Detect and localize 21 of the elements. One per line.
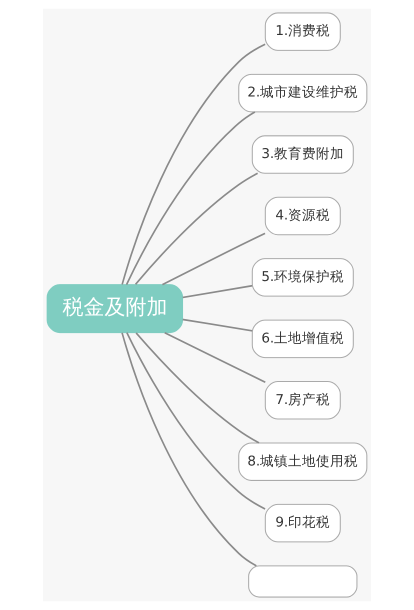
node-box: 3.教育费附加 — [252, 135, 354, 174]
connector — [164, 332, 266, 384]
connector — [134, 172, 258, 285]
connector — [182, 318, 252, 332]
connector — [121, 44, 266, 285]
node-box: 税金及附加 — [46, 284, 184, 334]
node-box: 4.资源税 — [264, 196, 341, 236]
connector — [121, 332, 257, 567]
connector — [126, 332, 266, 510]
connector — [126, 111, 256, 285]
node-box: 8.城镇土地使用税 — [238, 442, 368, 481]
node-box: 9.印花税 — [264, 504, 341, 542]
node-box: 2.城市建设维护税 — [238, 74, 368, 112]
node-box: 1.消费税 — [264, 12, 341, 51]
node-box: 5.环境保护税 — [252, 258, 354, 297]
connector — [136, 332, 260, 444]
node-box — [248, 565, 358, 598]
node-box: 6.土地增值税 — [252, 320, 354, 358]
node-box: 7.房产税 — [264, 381, 341, 420]
connector — [162, 232, 266, 286]
connector — [182, 284, 252, 298]
